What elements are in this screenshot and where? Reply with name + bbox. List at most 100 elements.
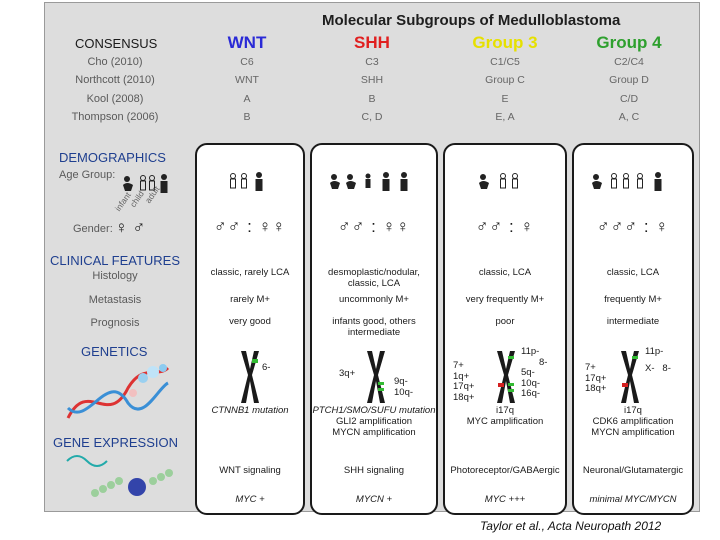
signaling-group4: Neuronal/Glutamatergic [582,465,684,476]
consensus-cell: C3 [365,56,379,68]
genetics-shh: PTCH1/SMO/SUFU mutation GLI2 amplificati… [313,405,436,438]
metastasis-group3: very frequently M+ [465,294,545,305]
consensus-cell: E [501,93,509,105]
consensus-heading: CONSENSUS [75,36,158,51]
chromosome-icon-group4 [621,351,639,403]
histology-group3: classic, LCA [478,267,532,278]
consensus-cell: C2/C4 [614,56,644,68]
karyotype-group4-right: 11p-X- 8- [645,346,671,374]
citation-credit: Taylor et al., Acta Neuropath 2012 [480,519,662,533]
genetics-line: MYCN amplification [591,427,675,438]
male-symbols: ♂♂ [213,217,242,236]
consensus-cell: WNT [235,74,259,86]
myc-wnt: MYC + [235,494,265,505]
female-symbols: ♀ [520,217,535,236]
dna-helix-icon [66,364,170,419]
gender-label: Gender: [73,223,113,235]
consensus-cell: A, C [618,111,640,123]
myc-group3: MYC +++ [484,494,526,505]
genetics-group4: i17q CDK6 amplification MYCN amplificati… [591,405,674,438]
genetics-wnt: CTNNB1 mutation [211,405,289,416]
consensus-cell: Group D [609,74,649,86]
prognosis-group4: intermediate [606,316,660,327]
chromosome-icon-wnt [241,351,259,403]
panel-group3 [443,143,567,515]
karyotype-wnt: 6- [262,362,271,373]
karyotype-label: 18q+ [585,383,607,394]
female-symbols: ♀ [655,217,670,236]
male-symbols: ♂♂♂ [596,217,639,236]
gender-shh: ♂♂ : ♀♀ [337,217,411,236]
genetics-group3: i17q MYC amplification [467,405,544,427]
genetics-line: i17q [624,405,642,416]
karyotype-label: 9q- [394,376,408,387]
genetics-line: i17q [496,405,514,416]
genetics-heading: GENETICS [81,344,148,359]
karyotype-group3-left: 7+1q+17q+18q+ [453,360,475,403]
gender-wnt: ♂♂ : ♀♀ [213,217,287,236]
header-group4: Group 4 [596,33,662,52]
histology-shh-line2: classic, LCA [347,278,401,289]
karyotype-label: 7+ [453,360,464,371]
consensus-row-label: Northcott (2010) [75,74,155,86]
consensus-cell: C1/C5 [490,56,520,68]
figure: Molecular Subgroups of Medulloblastoma W… [44,2,700,515]
metastasis-group4: frequently M+ [604,294,662,305]
karyotype-label: 16q- [521,388,541,399]
karyotype-label: 7+ [585,362,596,373]
demographics-heading: DEMOGRAPHICS [59,150,166,165]
header-wnt: WNT [227,33,267,52]
chromosome-icon-shh [367,351,385,403]
karyotype-label: 17q+ [585,372,607,384]
consensus-cell: B [243,111,251,123]
metastasis-shh: uncommonly M+ [339,294,409,305]
karyotype-label: 11p- [521,346,540,357]
karyotype-shh-right: 9q-10q- [394,376,414,398]
clinical-heading: CLINICAL FEATURES [50,253,181,268]
consensus-cell: C, D [361,111,383,123]
prognosis-shh-line2: intermediate [347,327,401,338]
histology-shh: desmoplastic/nodular, [328,267,420,278]
karyotype-label: 17q+ [453,381,475,392]
signaling-group3: Photoreceptor/GABAergic [450,465,560,476]
female-symbols: ♀♀ [258,217,287,236]
histology-group4: classic, LCA [606,267,660,278]
age-group-icons [121,173,173,200]
karyotype-label: X- [645,362,655,374]
consensus-cell: A [243,93,251,105]
consensus-cell: C/D [619,93,639,105]
genetics-line: MYCN amplification [332,427,416,438]
consensus-cell: Group C [485,74,525,86]
myc-group4: minimal MYC/MYCN [589,494,677,505]
gene-expression-icon [66,455,173,497]
gender-legend: ♀ ♂ [115,218,146,237]
panel-group4 [572,143,694,515]
age-icons-wnt [230,172,263,191]
histology-wnt: classic, rarely LCA [210,267,290,278]
age-group-label: Age Group: [59,169,116,181]
genetics-line: CDK6 amplification [592,416,674,427]
karyotype-label: 10q- [394,386,414,398]
genetics-line: GLI2 amplification [335,416,413,427]
histology-label: Histology [92,270,138,282]
karyotype-label: 18q+ [453,391,475,403]
prognosis-label: Prognosis [90,317,140,329]
female-symbols: ♀♀ [382,217,411,236]
karyotype-group4-left: 7+17q+18q+ [585,362,607,395]
panel-shh [310,143,438,515]
consensus-row-label: Kool (2008) [86,93,144,105]
karyotype-label: 5q- [521,367,535,378]
genetics-line: PTCH1/SMO/SUFU mutation [312,405,436,416]
metastasis-wnt: rarely M+ [230,294,270,305]
karyotype-label: 11p- [645,346,664,357]
person-icons [123,174,168,193]
consensus-row-label: Cho (2010) [87,56,143,68]
consensus-cell: E, A [495,111,515,123]
prognosis-group3: poor [495,316,515,327]
consensus-cell: B [368,93,376,105]
age-icons-shh [330,172,408,191]
consensus-cell: C6 [240,56,254,68]
karyotype-label: 8- [539,356,548,368]
male-symbols: ♂♂ [337,217,366,236]
karyotype-label: 10q- [521,377,541,389]
